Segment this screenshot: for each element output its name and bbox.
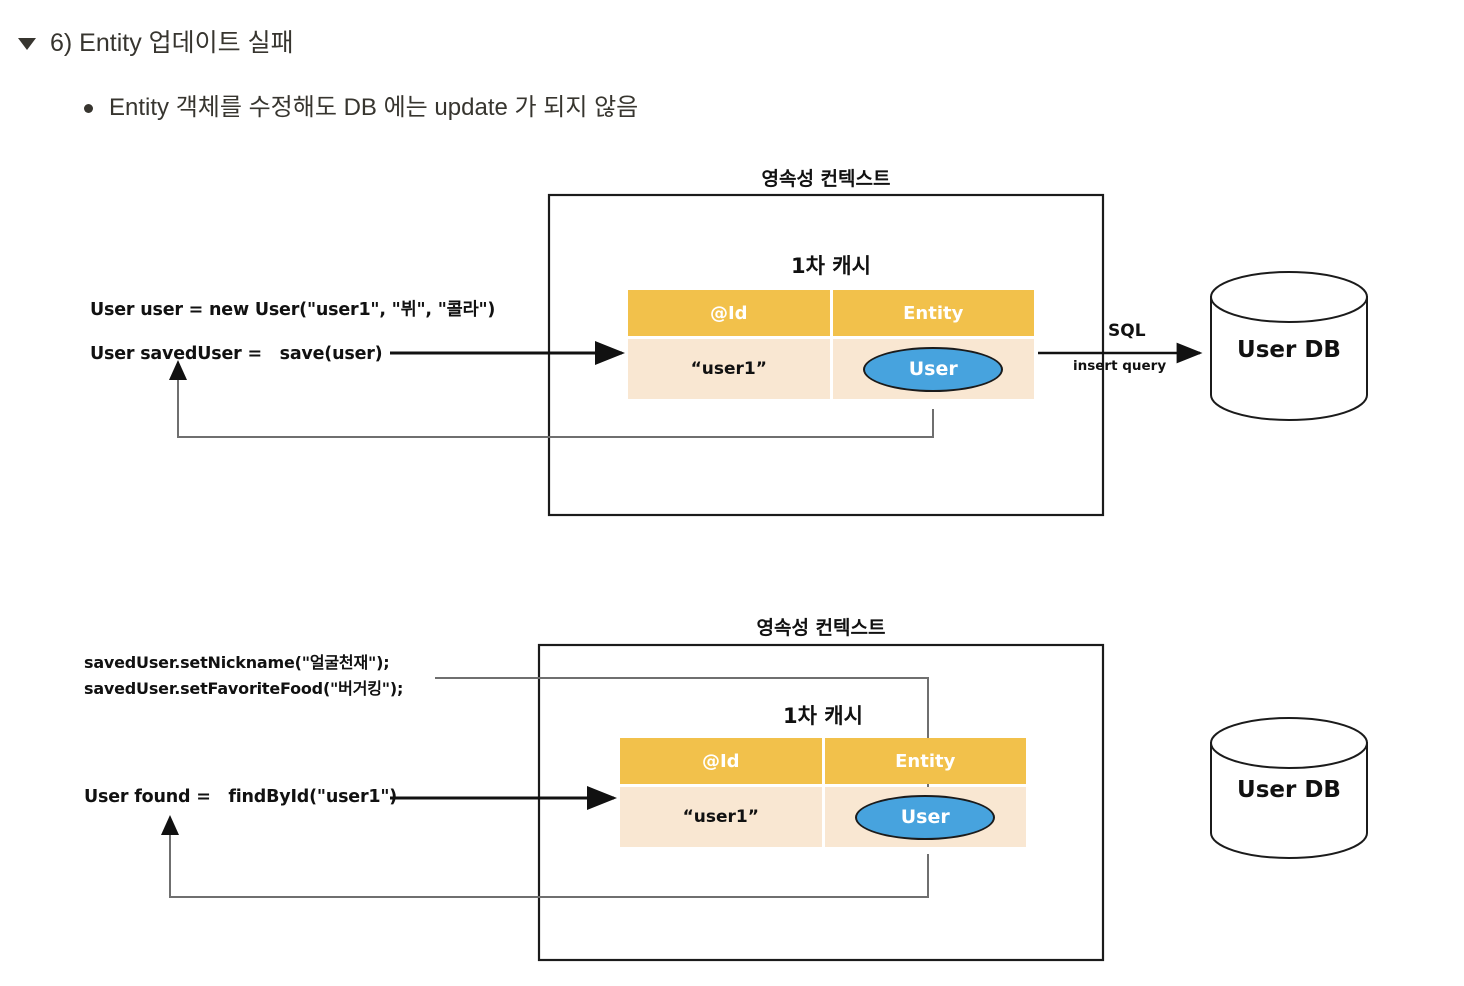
diagram-1-connectors <box>169 193 1368 517</box>
sql-sublabel: insert query <box>1073 358 1167 374</box>
triangle-down-icon[interactable] <box>18 38 36 50</box>
diagram-2-connectors <box>161 643 1368 962</box>
table-cell-entity: User <box>832 339 1034 399</box>
table-header-entity: Entity <box>824 738 1026 784</box>
code-set-favorite-food: savedUser.setFavoriteFood("버거킹"); <box>84 679 404 698</box>
persistence-context-title: 영속성 컨텍스트 <box>761 168 891 190</box>
code-new-user: User user = new User("user1", "뷔", "콜라") <box>90 300 496 320</box>
table-cell-entity: User <box>824 787 1026 847</box>
table-header-entity: Entity <box>832 290 1034 336</box>
page-title: 6) Entity 업데이트 실패 <box>50 29 294 57</box>
code-set-nickname: savedUser.setNickname("얼굴천재"); <box>84 653 390 672</box>
diagram-save-flow: User user = new User("user1", "뷔", "콜라")… <box>0 150 1464 550</box>
table-header-id: @Id <box>620 738 822 784</box>
diagram-update-flow: savedUser.setNickname("얼굴천재"); savedUser… <box>0 595 1464 986</box>
user-db-cylinder <box>1210 717 1368 859</box>
sql-label: SQL <box>1108 321 1146 341</box>
persistence-context-box <box>547 193 1105 517</box>
return-entity-path <box>161 815 929 898</box>
first-level-cache-title: 1차 캐시 <box>791 254 871 278</box>
outline-heading-row[interactable]: 6) Entity 업데이트 실패 <box>18 26 294 60</box>
first-level-cache-table: @Id Entity “user1” User <box>628 290 1034 399</box>
outline-bullet-row[interactable]: Entity 객체를 수정해도 DB 에는 update 가 되지 않음 <box>84 92 638 124</box>
first-level-cache-title: 1차 캐시 <box>783 704 863 728</box>
bullet-dot-icon <box>84 104 93 113</box>
return-entity-path <box>169 360 934 438</box>
persistence-context-box <box>537 643 1105 962</box>
table-header-id: @Id <box>628 290 830 336</box>
entity-user-ellipse: User <box>855 794 996 840</box>
user-db-label: User DB <box>1237 777 1341 803</box>
outline-bullet-text: Entity 객체를 수정해도 DB 에는 update 가 되지 않음 <box>109 94 639 121</box>
user-db-cylinder <box>1210 271 1368 421</box>
code-find-by-id: User found = findById("user1") <box>84 787 398 807</box>
first-level-cache-table: @Id Entity “user1” User <box>620 738 1026 847</box>
entity-user-ellipse: User <box>863 346 1004 392</box>
table-cell-id: “user1” <box>628 339 830 399</box>
code-save-user: User savedUser = save(user) <box>90 344 383 364</box>
persistence-context-title: 영속성 컨텍스트 <box>756 617 886 639</box>
table-cell-id: “user1” <box>620 787 822 847</box>
user-db-label: User DB <box>1237 337 1341 363</box>
